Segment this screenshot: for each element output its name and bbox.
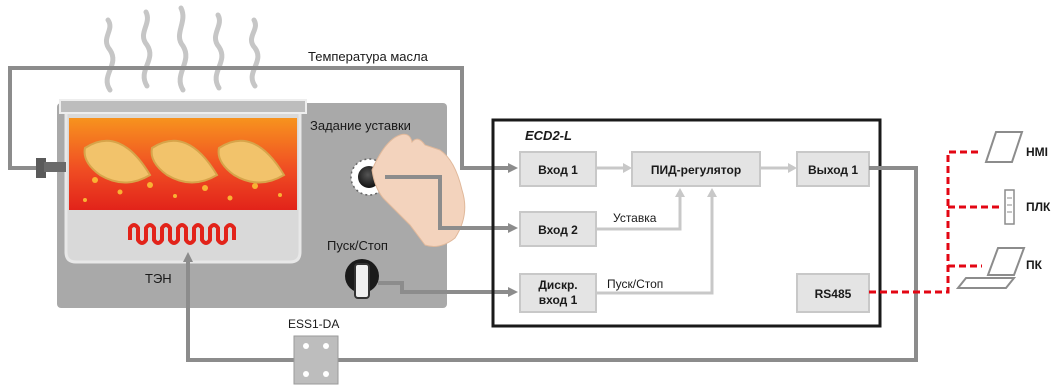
- discrete-input1-block: Дискр. вход 1: [519, 273, 597, 313]
- rs485-network-line: [869, 150, 1002, 294]
- wire-arrowhead: [183, 252, 193, 262]
- setpoint-task-label: Задание уставки: [310, 118, 411, 133]
- setpoint-wire: [385, 175, 510, 230]
- svg-text:вход 1: вход 1: [539, 293, 578, 307]
- rs485-block: RS485: [796, 273, 870, 313]
- output-wire: [186, 166, 918, 362]
- heater-label: ТЭН: [145, 271, 172, 286]
- svg-text:Вход 2: Вход 2: [538, 223, 578, 237]
- svg-text:RS485: RS485: [815, 287, 852, 301]
- pid-controller-block: ПИД-регулятор: [631, 151, 761, 187]
- laptop-icon: [955, 247, 1026, 289]
- temperature-sensor-icon: [36, 158, 66, 178]
- svg-text:ПИД-регулятор: ПИД-регулятор: [651, 163, 741, 177]
- ssr-relay-icon: [293, 335, 339, 385]
- fryer-rim: [59, 99, 307, 114]
- steam-icon: [103, 5, 261, 93]
- oil-bubbles: [83, 177, 282, 202]
- start-stop-switch-icon[interactable]: [345, 259, 379, 299]
- plc-label: ПЛК: [1026, 200, 1051, 214]
- wire-arrowhead: [508, 223, 518, 233]
- oil-temperature-label: Температура масла: [308, 49, 429, 64]
- wire-arrowhead: [508, 287, 518, 297]
- ssr-label: ESS1-DA: [288, 317, 339, 331]
- controller-name: ECD2-L: [525, 128, 572, 143]
- wire-arrowhead: [508, 163, 518, 173]
- controller-frame: [491, 118, 882, 328]
- pc-label: ПК: [1026, 258, 1043, 272]
- start-stop-switch-label: Пуск/Стоп: [327, 238, 388, 253]
- input2-block: Вход 2: [519, 211, 597, 247]
- setpoint-signal-label: Уставка: [613, 211, 657, 225]
- input1-block: Вход 1: [519, 151, 597, 187]
- heater-element-icon: [128, 223, 236, 245]
- start-stop-signal-label: Пуск/Стоп: [607, 277, 663, 291]
- plc-icon: [1004, 189, 1015, 225]
- hmi-label: HMI: [1026, 145, 1048, 159]
- svg-text:Дискр.: Дискр.: [538, 278, 577, 292]
- dumplings: [83, 139, 286, 184]
- svg-text:Выход 1: Выход 1: [808, 163, 858, 177]
- svg-text:Вход 1: Вход 1: [538, 163, 578, 177]
- start-stop-wire: [378, 281, 510, 294]
- oil-temperature-wire: [8, 66, 510, 170]
- hmi-icon: [984, 131, 1024, 163]
- output1-block: Выход 1: [796, 151, 870, 187]
